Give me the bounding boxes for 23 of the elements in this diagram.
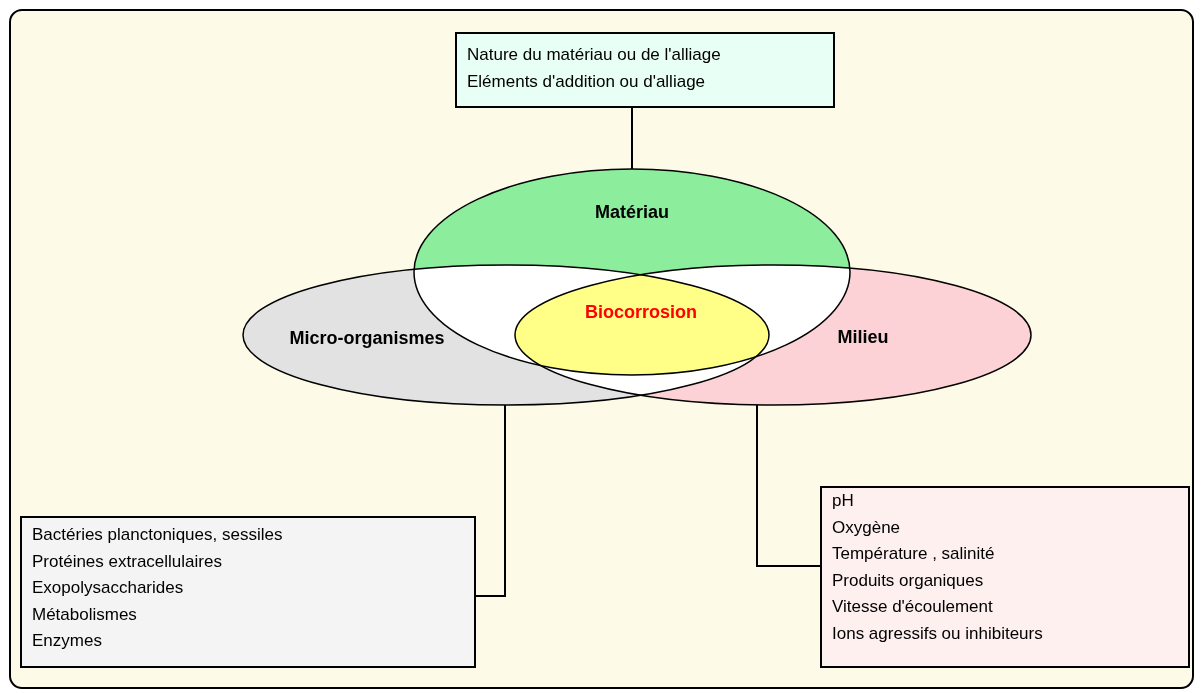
- list-item: Exopolysaccharides: [32, 577, 185, 599]
- connector-line: [631, 107, 633, 170]
- list-item: Ions agressifs ou inhibiteurs: [832, 622, 1044, 645]
- list-item: Oxygène: [832, 516, 902, 539]
- text-box: [820, 486, 1190, 668]
- ellipse-label: Micro-organismes: [289, 327, 445, 349]
- list-item: Eléments d'addition ou d'alliage: [467, 70, 707, 93]
- list-item: Vitesse d'écoulement: [832, 596, 994, 618]
- ellipse-label: Matériau: [595, 201, 669, 223]
- ellipse-label: Milieu: [837, 326, 889, 348]
- connector-line: [475, 404, 506, 597]
- connector-line: [756, 403, 821, 567]
- list-item: Enzymes: [32, 630, 103, 652]
- list-item: Protéines extracellulaires: [32, 550, 223, 573]
- text-box: [455, 32, 835, 108]
- list-item: Métabolismes: [32, 603, 138, 626]
- overlap-label: Biocorrosion: [585, 301, 697, 323]
- list-item: Bactéries planctoniques, sessiles: [32, 524, 284, 546]
- list-item: Nature du matériau ou de l'alliage: [467, 44, 722, 66]
- text-box: [20, 516, 476, 668]
- list-item: Température , salinité: [832, 543, 996, 565]
- list-item: Produits organiques: [832, 569, 985, 592]
- list-item: pH: [832, 490, 855, 512]
